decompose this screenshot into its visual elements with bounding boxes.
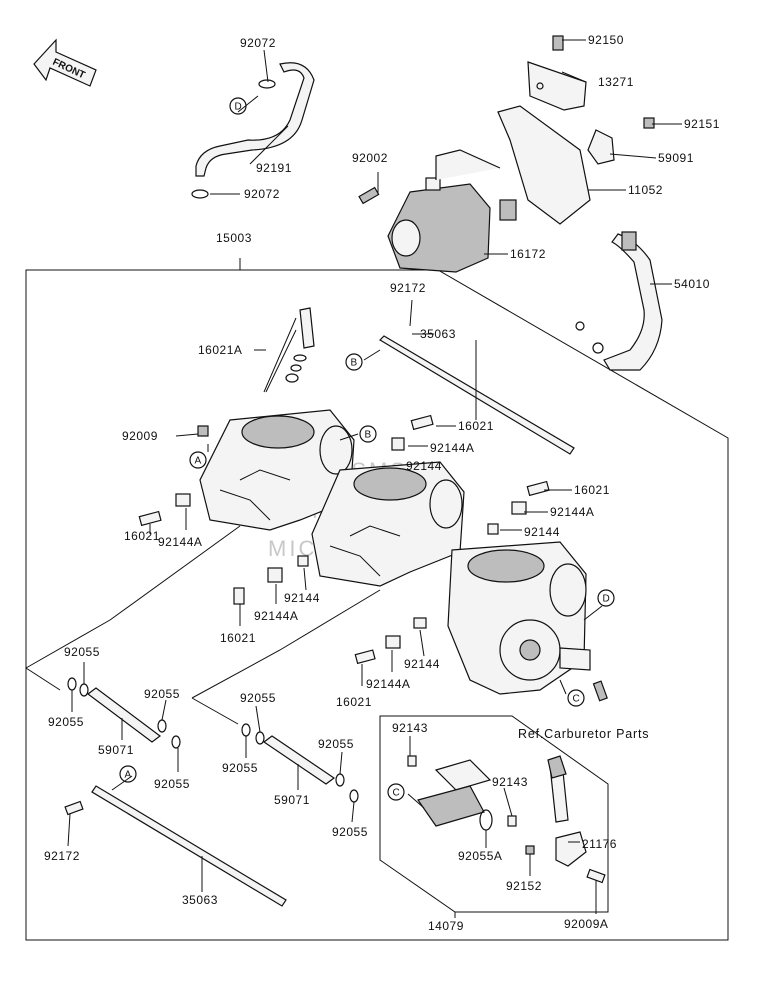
ref-note: Ref.Carburetor Parts xyxy=(518,727,649,741)
part-label: 15003 xyxy=(216,231,252,245)
callout-d-carb: D xyxy=(597,589,615,607)
svg-text:C: C xyxy=(393,788,400,799)
svg-text:A: A xyxy=(125,770,132,781)
part-label: 16021 xyxy=(574,483,610,497)
part-label: 92072 xyxy=(240,36,276,50)
part-label: 21176 xyxy=(582,837,617,851)
part-label: 92144 xyxy=(524,525,560,539)
part-label: 59091 xyxy=(658,151,694,165)
o-ring xyxy=(157,719,167,733)
o-ring xyxy=(171,735,181,749)
part-label: 92055 xyxy=(144,687,180,701)
part-label: 92055 xyxy=(222,761,258,775)
throttle-sensor-subassembly xyxy=(407,755,606,884)
part-label: 92009A xyxy=(564,917,608,931)
part-label: 92151 xyxy=(684,117,720,131)
carburetor-1 xyxy=(199,409,355,531)
part-label: 13271 xyxy=(598,75,634,89)
part-label: 35063 xyxy=(182,893,218,907)
svg-text:B: B xyxy=(365,430,372,441)
svg-text:D: D xyxy=(235,102,242,113)
part-label: 16021 xyxy=(458,419,494,433)
part-label: 16021 xyxy=(124,529,160,543)
lower-link-rod xyxy=(64,785,287,907)
callout-b-carb: B xyxy=(359,425,377,443)
front-arrow-icon: FRONT xyxy=(33,38,97,87)
o-ring xyxy=(67,677,77,691)
part-label: 35063 xyxy=(420,327,456,341)
part-label: 92144 xyxy=(406,459,442,473)
part-label: 92002 xyxy=(352,151,388,165)
part-label: 92055 xyxy=(154,777,190,791)
svg-text:A: A xyxy=(195,456,202,467)
carburetor-3 xyxy=(447,541,608,702)
part-label: 92191 xyxy=(256,161,292,175)
part-label: 92009 xyxy=(122,429,158,443)
part-label: 92143 xyxy=(392,721,428,735)
screws-springs xyxy=(138,414,550,665)
throttle-plunger xyxy=(285,307,315,383)
part-label: 92055 xyxy=(64,645,100,659)
leader-lines xyxy=(25,39,682,914)
o-ring xyxy=(349,789,359,803)
part-label: 16021 xyxy=(336,695,372,709)
part-label: 92152 xyxy=(506,879,542,893)
callout-a-bottom: A xyxy=(119,765,137,783)
fuel-hose xyxy=(191,62,315,199)
part-label: 92172 xyxy=(44,849,80,863)
part-label: 92150 xyxy=(588,33,624,47)
part-label: 16172 xyxy=(510,247,546,261)
part-label: 14079 xyxy=(428,919,464,933)
part-label: 92144 xyxy=(284,591,320,605)
part-label: 59071 xyxy=(98,743,134,757)
callout-c-sensor: C xyxy=(387,783,405,801)
svg-text:D: D xyxy=(603,594,610,605)
part-labels: 92072 92191 92072 92150 13271 92151 5909… xyxy=(44,33,720,933)
part-label: 92144A xyxy=(158,535,202,549)
callout-b-rail: B xyxy=(345,353,363,371)
part-label: 92055A xyxy=(458,849,502,863)
part-label: 11052 xyxy=(628,183,663,197)
part-label: 92172 xyxy=(390,281,426,295)
part-label: 92144A xyxy=(430,441,474,455)
part-label: 92055 xyxy=(240,691,276,705)
callout-a-top: A xyxy=(189,451,207,469)
joint-pipe-middle xyxy=(241,723,359,803)
part-label: 59071 xyxy=(274,793,310,807)
o-ring xyxy=(241,723,251,737)
part-label: 92055 xyxy=(318,737,354,751)
svg-text:B: B xyxy=(351,358,358,369)
part-label: 92055 xyxy=(332,825,368,839)
part-label: 92144A xyxy=(550,505,594,519)
part-label: 16021 xyxy=(220,631,256,645)
subassembly-outline xyxy=(379,715,609,913)
callout-d-hose: D xyxy=(229,97,247,115)
o-ring xyxy=(255,731,265,745)
actuator-assembly xyxy=(358,35,663,371)
carburetor-2 xyxy=(311,461,465,587)
upper-link-rod xyxy=(379,335,575,455)
o-ring xyxy=(335,773,345,787)
svg-text:C: C xyxy=(573,694,580,705)
part-label: 92055 xyxy=(48,715,84,729)
assembly-outline xyxy=(25,269,729,941)
part-label: 16021A xyxy=(198,343,242,357)
part-label: 92144 xyxy=(404,657,440,671)
callout-c-carb: C xyxy=(567,689,585,707)
part-label: 92144A xyxy=(254,609,298,623)
part-label: 92143 xyxy=(492,775,528,789)
part-label: 54010 xyxy=(674,277,710,291)
part-label: 92072 xyxy=(244,187,280,201)
o-ring xyxy=(79,683,89,697)
part-label: 92144A xyxy=(366,677,410,691)
